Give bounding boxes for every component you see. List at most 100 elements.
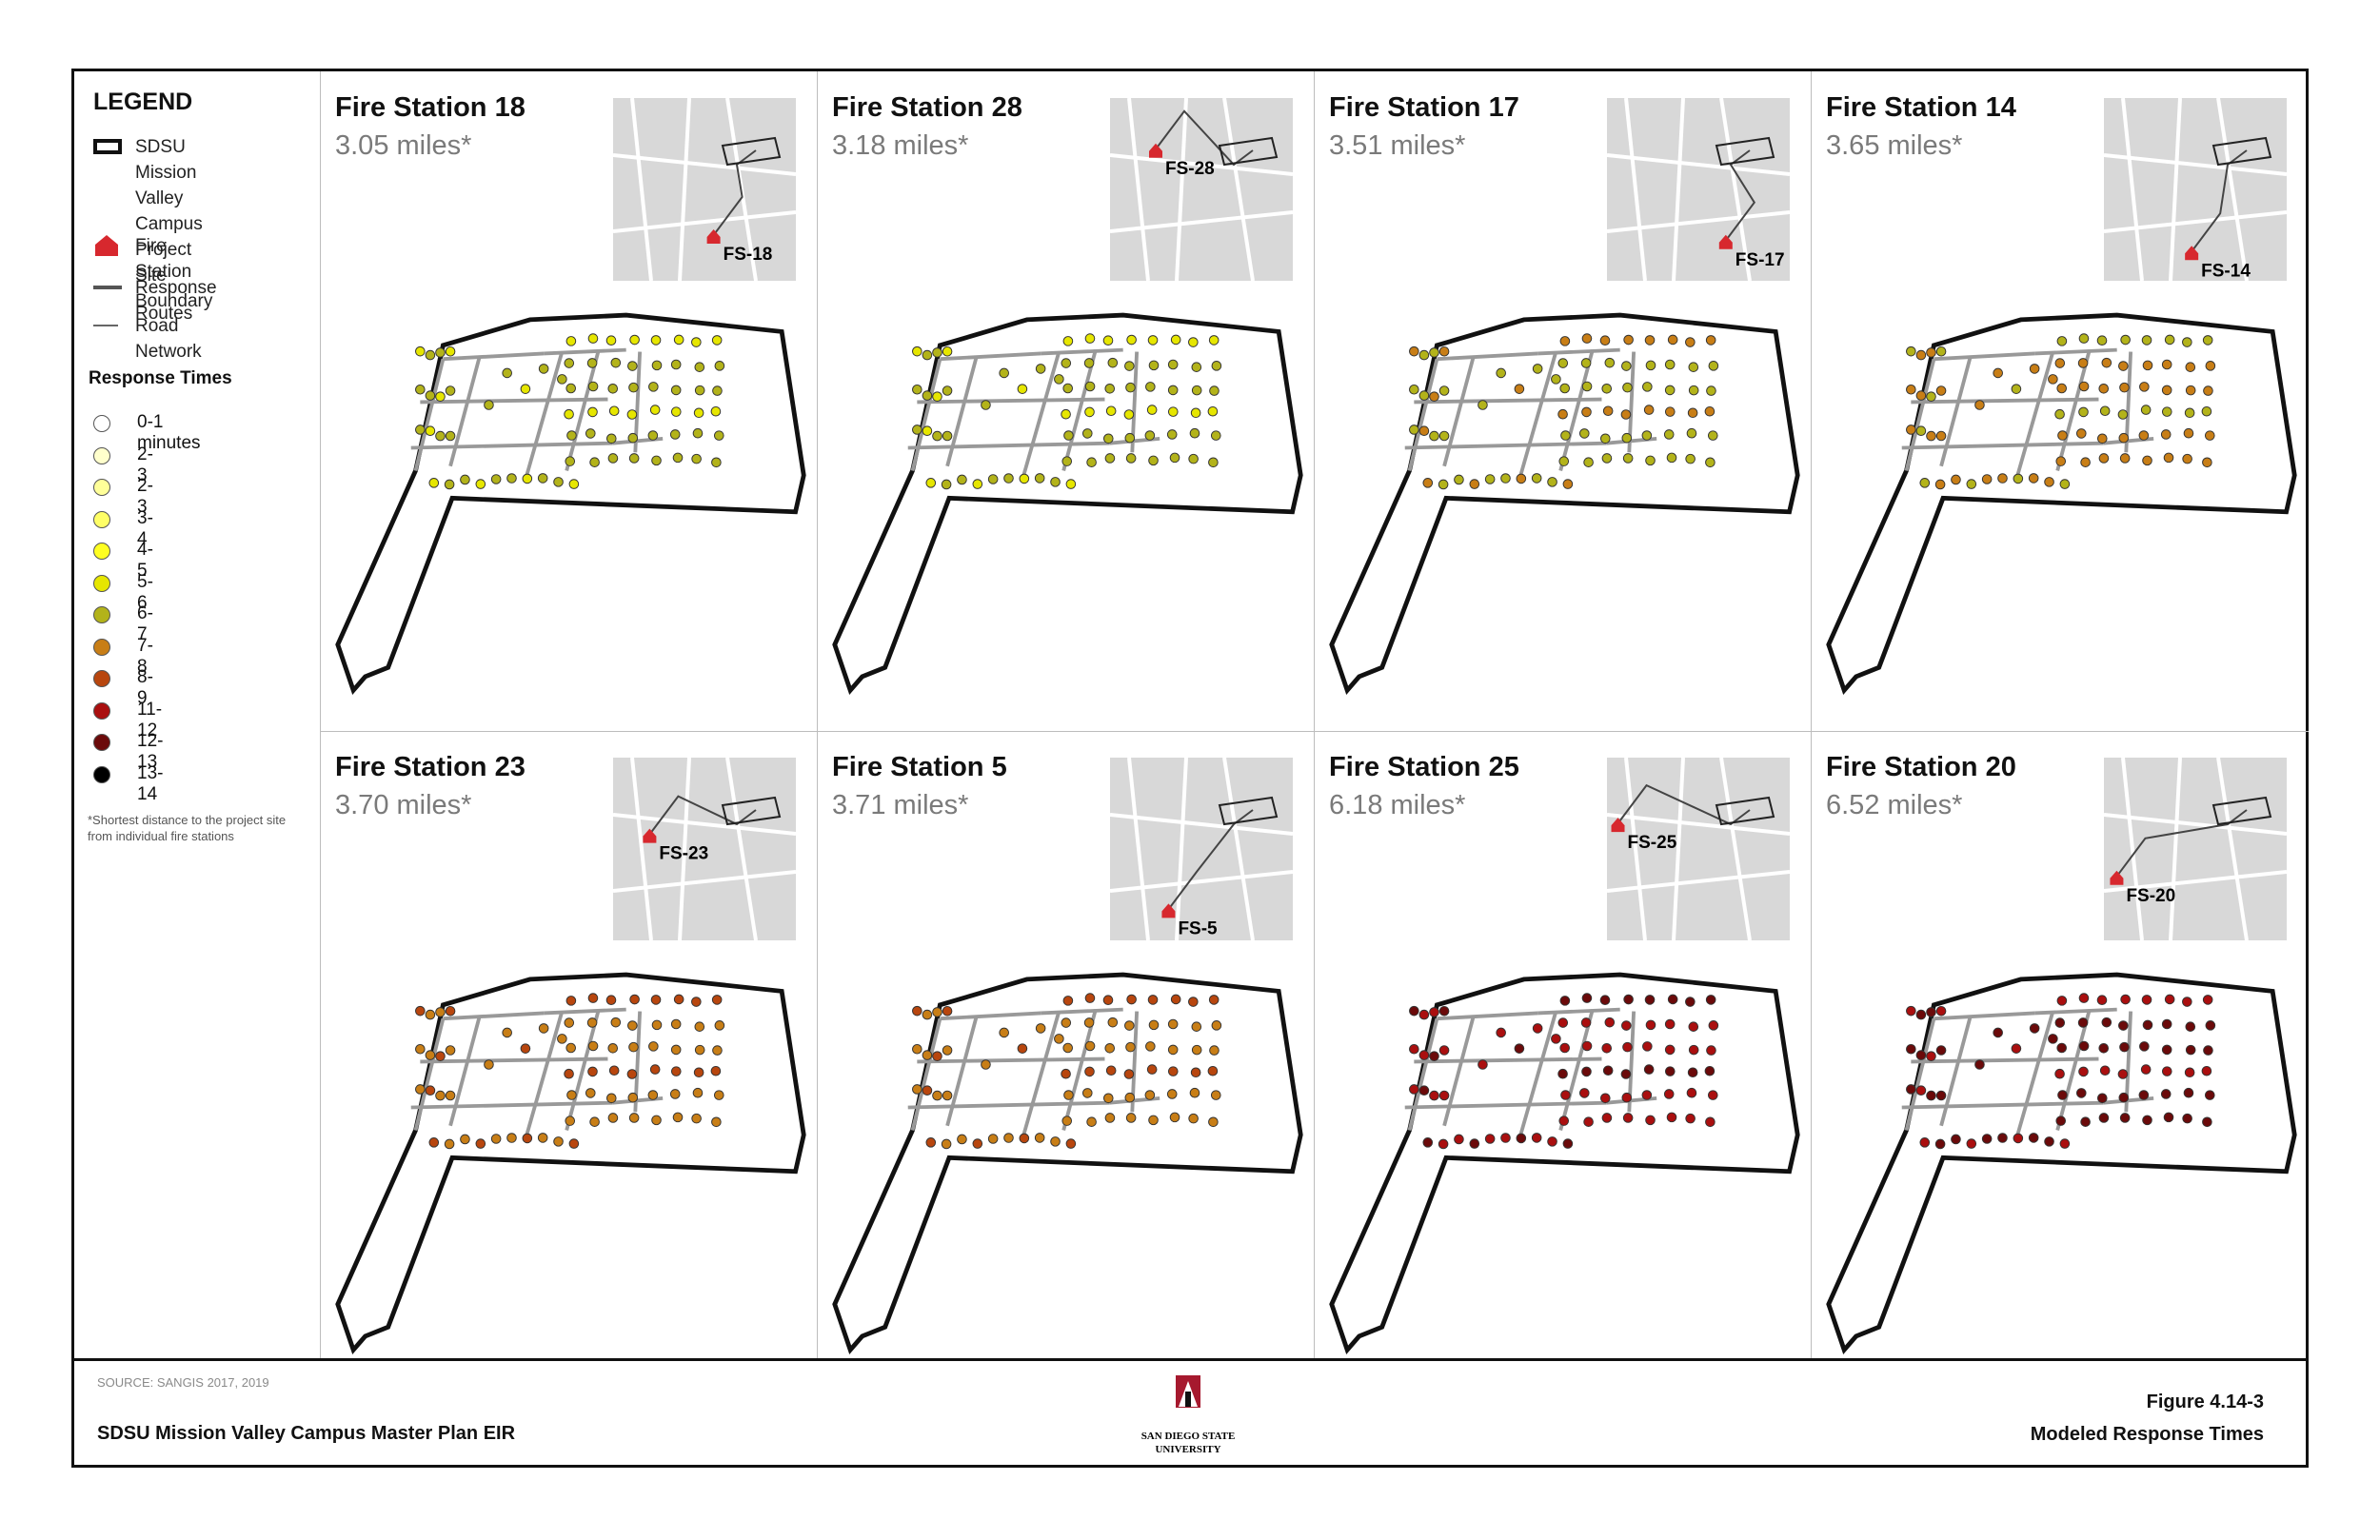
response-point [1188,337,1199,347]
response-point [1642,382,1653,392]
response-point [669,1089,681,1099]
thick-line-icon [93,286,122,289]
response-point [415,346,426,357]
site-boundary [1329,312,1800,696]
street-line [1442,1015,1476,1127]
figure-number: Figure 4.14-3 [2146,1392,2264,1412]
response-point [522,1133,533,1144]
response-point [925,1137,937,1148]
response-point [565,1042,577,1054]
response-point [672,452,684,464]
response-point [2078,381,2090,392]
response-point [694,362,705,372]
response-point [607,384,619,394]
response-point [2164,334,2175,346]
response-point [1915,1050,1927,1060]
response-point [1054,374,1064,385]
response-point [1560,430,1571,441]
response-point [1531,1133,1542,1143]
figure-title: Modeled Response Times [2030,1424,2264,1445]
response-point [647,1090,659,1100]
response-point [484,1059,494,1070]
street-line [2034,1007,2117,1016]
response-point [1190,407,1201,419]
response-point [2202,335,2213,346]
response-point [435,1051,446,1061]
response-point [564,1017,575,1028]
response-point [1086,1116,1097,1127]
response-point [1704,405,1716,417]
site-boundary [335,972,806,1355]
response-point [1580,358,1592,368]
street-line [1437,1011,1538,1021]
response-point [647,430,659,441]
response-point [2117,409,2129,420]
response-point [1062,996,1074,1006]
response-point [651,1115,662,1126]
response-point [1104,453,1116,464]
response-point [1062,383,1074,394]
response-point [538,364,549,374]
response-point [1581,993,1593,1003]
response-point [1514,384,1525,394]
response-point [1478,1059,1488,1070]
response-point [694,1021,705,1032]
response-point [1144,1090,1156,1100]
response-point [922,1009,933,1020]
response-point [1579,428,1590,439]
response-point [1926,430,1936,442]
response-point [1514,1043,1525,1054]
response-point [1645,455,1656,466]
street-line [1934,1011,2035,1021]
response-point [444,479,455,490]
street-line [1517,1011,1558,1140]
response-point [922,349,933,361]
response-point [445,430,456,442]
street-line [410,1100,613,1110]
response-point [1168,406,1179,417]
response-point [425,1085,436,1096]
response-point [1643,1064,1655,1075]
response-point [957,474,967,485]
site-response-map [832,312,1303,696]
response-point [1144,430,1156,441]
response-point [1642,1041,1653,1052]
response-point [1531,473,1542,484]
response-point [1061,1017,1072,1028]
response-point [1926,347,1936,358]
inset-locator-map: FS-14 [2104,98,2287,281]
response-point [912,424,922,435]
response-point [670,1044,682,1056]
response-time-swatch [93,734,110,751]
inset-locator-map: FS-5 [1110,758,1293,940]
response-point [1666,452,1677,464]
response-time-label: 5-6 [137,571,153,613]
response-point [537,473,548,484]
street-line [1041,347,1123,356]
street-line [544,1007,626,1016]
response-time-label: 12-13 [137,731,164,772]
response-point [1061,456,1073,466]
station-title: Fire Station 14 [1826,92,2016,123]
street-line [565,1009,601,1132]
response-point [694,385,705,396]
response-point [1035,1023,1046,1034]
response-point [1560,1090,1571,1100]
response-point [2013,1133,2024,1144]
response-point [1951,1134,1961,1145]
response-point [1084,406,1095,418]
response-point [1082,1088,1093,1098]
site-response-map [1329,972,1800,1355]
response-point [2098,1043,2110,1054]
response-point [972,479,983,489]
inset-locator-map: FS-20 [2104,758,2287,940]
response-point [1418,390,1430,401]
response-point [2163,1112,2174,1123]
response-point [2185,1044,2196,1056]
response-point [2164,994,2175,1005]
response-point [1685,997,1696,1007]
response-point [568,479,580,489]
street-line [1437,351,1538,362]
response-point [912,384,922,395]
response-point [1641,1090,1653,1100]
